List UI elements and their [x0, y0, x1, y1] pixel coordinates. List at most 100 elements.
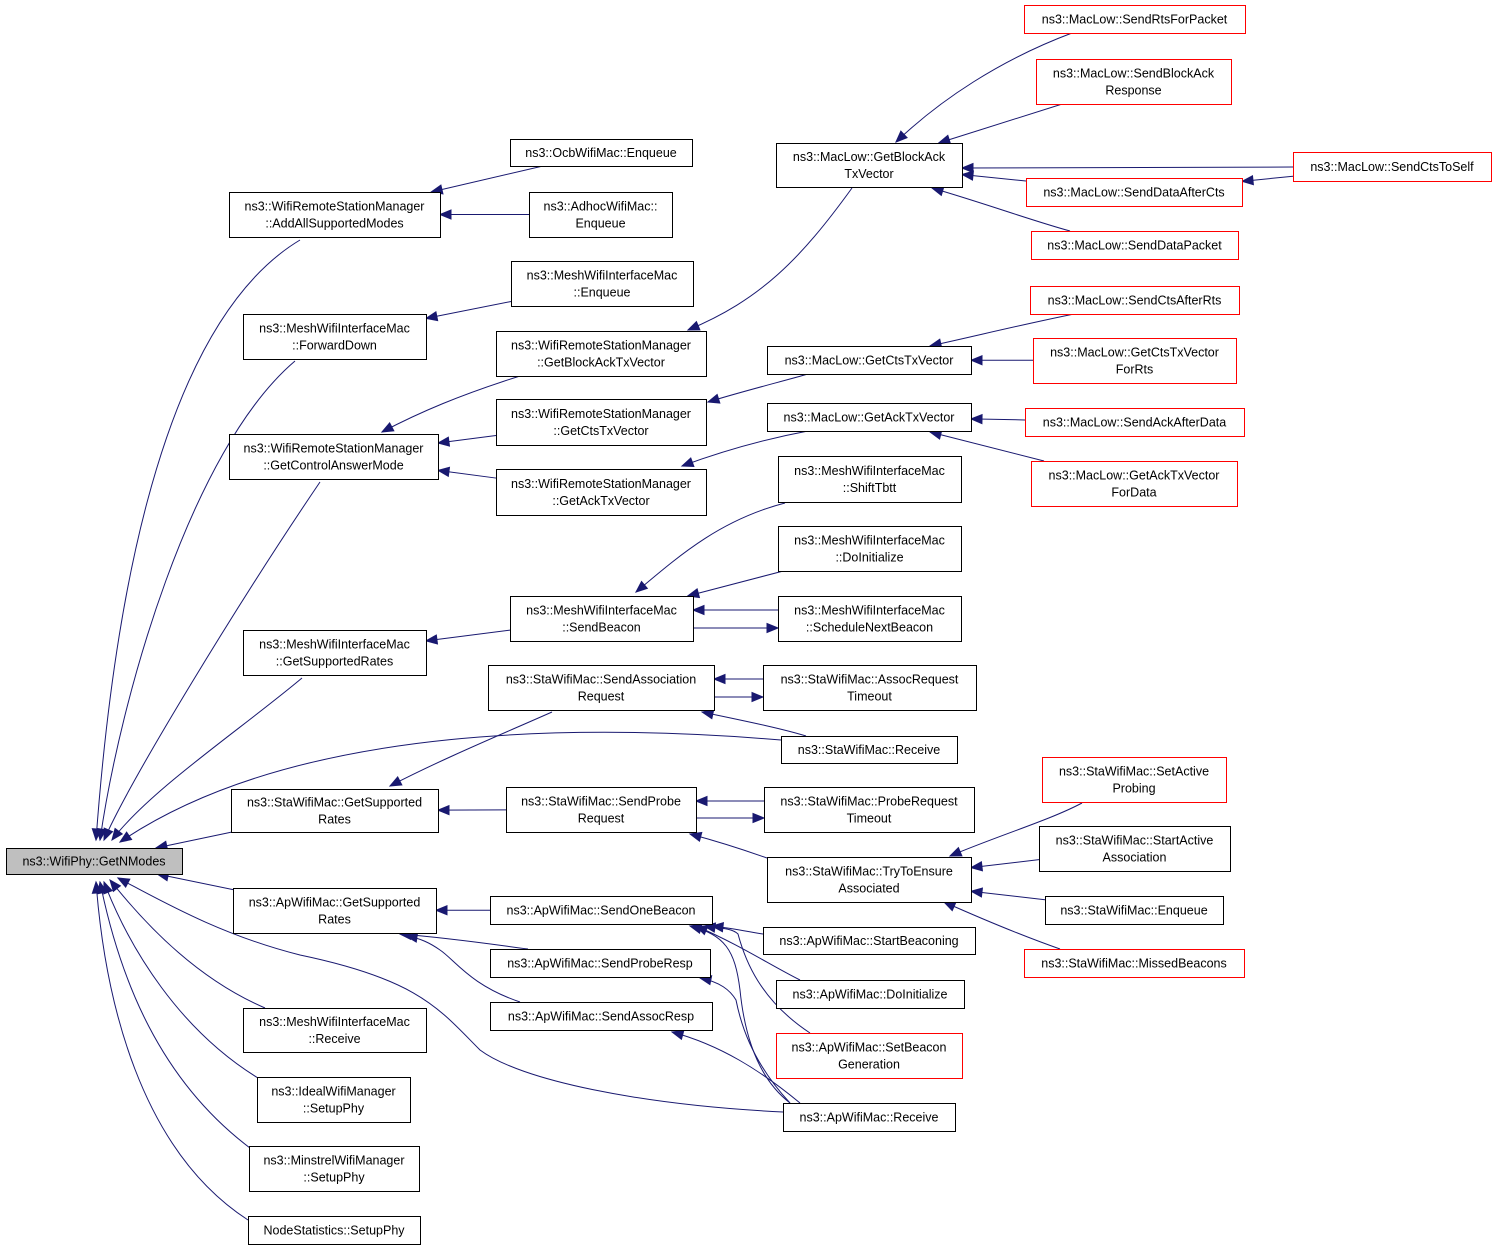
node-n21[interactable]: ns3::ApWifiMac::SendProbeResp [490, 949, 711, 978]
node-n42[interactable]: ns3::MacLow::SendCtsAfterRts [1030, 286, 1240, 315]
node-n20[interactable]: ns3::ApWifiMac::SendOneBeacon [490, 896, 713, 925]
node-n30[interactable]: ns3::StaWifiMac::Receive [781, 736, 958, 764]
edge-line [931, 187, 1071, 232]
node-n14[interactable]: ns3::WifiRemoteStationManager::GetBlockA… [496, 331, 707, 377]
node-box [6, 848, 183, 875]
edge-line [425, 629, 511, 642]
node-n17[interactable]: ns3::MeshWifiInterfaceMac::SendBeacon [510, 596, 694, 642]
node-label: ::GetBlockAckTxVector [537, 356, 665, 370]
edge-line [687, 187, 853, 331]
node-n9[interactable]: ns3::MinstrelWifiManager::SetupPhy [249, 1146, 420, 1192]
node-n44[interactable]: ns3::MacLow::SendAckAfterData [1025, 408, 1245, 437]
node-box [1039, 826, 1231, 872]
node-box [1031, 231, 1239, 260]
node-n28[interactable]: ns3::MeshWifiInterfaceMac::ScheduleNextB… [778, 596, 962, 642]
edge-line [95, 881, 249, 1221]
node-n5[interactable]: ns3::StaWifiMac::GetSupportedRates [231, 789, 439, 833]
node-n16[interactable]: ns3::WifiRemoteStationManager::GetAckTxV… [496, 469, 707, 516]
edge-n3-n16 [436, 466, 497, 479]
arrowhead-icon [766, 622, 780, 634]
node-label: ns3::OcbWifiMac::Enqueue [525, 146, 677, 160]
node-n25[interactable]: ns3::MacLow::GetAckTxVector [767, 403, 972, 432]
arrowhead-icon [436, 436, 451, 447]
node-n48[interactable]: ns3::StaWifiMac::Enqueue [1045, 896, 1224, 925]
edge-n18-n30 [700, 709, 807, 737]
node-n41[interactable]: ns3::MacLow::SendCtsToSelf [1293, 152, 1492, 182]
node-label: ns3::MinstrelWifiManager [263, 1154, 404, 1168]
edge-n23-n37 [895, 32, 1073, 143]
node-box [776, 980, 965, 1009]
node-n34[interactable]: ns3::ApWifiMac::DoInitialize [776, 980, 965, 1009]
node-n2[interactable]: ns3::MeshWifiInterfaceMac::ForwardDown [243, 314, 427, 360]
node-n26[interactable]: ns3::MeshWifiInterfaceMac::ShiftTbtt [778, 456, 962, 503]
node-n7[interactable]: ns3::MeshWifiInterfaceMac::Receive [243, 1008, 427, 1053]
node-box [767, 346, 972, 375]
node-n8[interactable]: ns3::IdealWifiManager::SetupPhy [257, 1077, 411, 1123]
arrowhead-icon [969, 413, 983, 425]
node-n12[interactable]: ns3::AdhocWifiMac::Enqueue [529, 192, 673, 238]
node-label: ::Receive [308, 1032, 360, 1046]
node-n10[interactable]: NodeStatistics::SetupPhy [248, 1216, 421, 1245]
node-box [529, 192, 673, 238]
node-n1[interactable]: ns3::WifiRemoteStationManager::AddAllSup… [229, 192, 441, 238]
arrowhead-icon [969, 861, 984, 872]
arrowhead-icon [380, 422, 395, 433]
node-label: ns3::WifiRemoteStationManager [511, 407, 691, 421]
edge-n0-n2 [96, 360, 296, 842]
node-n37[interactable]: ns3::MacLow::SendRtsForPacket [1024, 5, 1246, 34]
node-label: Rates [318, 813, 351, 827]
node-n3[interactable]: ns3::WifiRemoteStationManager::GetContro… [229, 434, 439, 480]
node-n23[interactable]: ns3::MacLow::GetBlockAckTxVector [776, 143, 963, 188]
node-n4[interactable]: ns3::MeshWifiInterfaceMac::GetSupportedR… [243, 630, 427, 676]
edge-line [119, 731, 782, 843]
node-n24[interactable]: ns3::MacLow::GetCtsTxVector [767, 346, 972, 375]
edge-n17-n28 [691, 604, 778, 616]
node-n0[interactable]: ns3::WifiPhy::GetNModes [6, 848, 183, 875]
node-label: ::GetSupportedRates [276, 655, 393, 669]
node-box [1024, 949, 1245, 978]
node-box [764, 787, 975, 833]
node-label: ns3::MacLow::GetCtsTxVector [1050, 346, 1219, 360]
node-n36[interactable]: ns3::ApWifiMac::Receive [783, 1103, 956, 1132]
node-box [488, 665, 715, 711]
node-n22[interactable]: ns3::ApWifiMac::SendAssocResp [490, 1002, 713, 1031]
node-n15[interactable]: ns3::WifiRemoteStationManager::GetCtsTxV… [496, 399, 707, 446]
edge-line [99, 360, 296, 841]
node-label: ns3::StaWifiMac::SendProbe [521, 795, 681, 809]
node-n49[interactable]: ns3::StaWifiMac::MissedBeacons [1024, 949, 1245, 978]
node-n39[interactable]: ns3::MacLow::SendDataAfterCts [1026, 178, 1243, 207]
arrowhead-icon [109, 878, 122, 893]
node-label: ns3::AdhocWifiMac:: [544, 200, 658, 214]
node-n40[interactable]: ns3::MacLow::SendDataPacket [1031, 231, 1239, 260]
node-n13[interactable]: ns3::MeshWifiInterfaceMac::Enqueue [511, 261, 694, 307]
arrowhead-icon [424, 310, 439, 322]
node-n11[interactable]: ns3::OcbWifiMac::Enqueue [510, 139, 693, 167]
node-box [1293, 152, 1492, 182]
node-label: ns3::MacLow::GetBlockAck [793, 150, 946, 164]
node-box [763, 665, 977, 711]
edge-line [949, 802, 1083, 857]
node-label: Enqueue [575, 217, 625, 231]
edge-line [689, 833, 768, 859]
node-label: ::SetupPhy [303, 1171, 365, 1185]
node-n27[interactable]: ns3::MeshWifiInterfaceMac::DoInitialize [778, 526, 962, 572]
node-label: ns3::ApWifiMac::SendOneBeacon [507, 904, 696, 918]
node-n6[interactable]: ns3::ApWifiMac::GetSupportedRates [233, 888, 437, 934]
edge-line [95, 239, 301, 841]
node-label: ns3::MacLow::GetAckTxVector [1049, 469, 1220, 483]
node-n33[interactable]: ns3::ApWifiMac::StartBeaconing [763, 927, 976, 955]
node-box [778, 596, 962, 642]
arrowhead-icon [103, 827, 114, 842]
